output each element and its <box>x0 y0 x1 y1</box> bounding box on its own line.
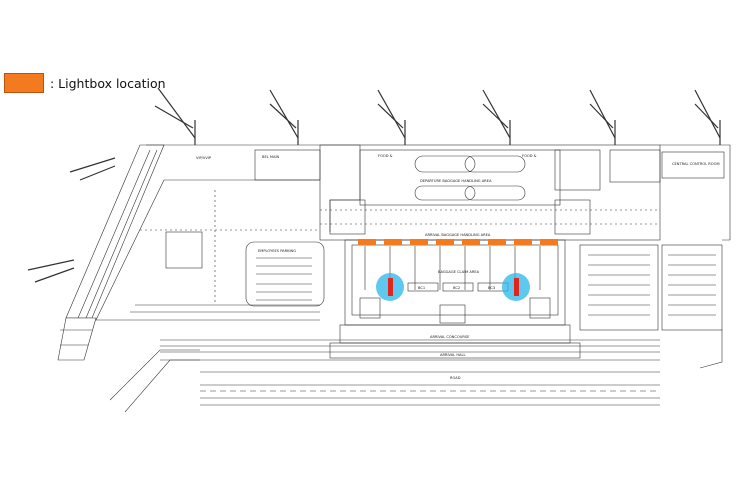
lightbox-marker <box>540 239 558 245</box>
car-park-label: EMPLOYEES PARKING <box>258 249 296 253</box>
baggage-handling-label: DEPARTURE BAGGAGE HANDLING AREA <box>420 179 492 183</box>
lightbox-markers <box>358 239 558 245</box>
fd-left-label: FOOD & <box>378 154 393 158</box>
plan-labels: VIP/VVIP BEL MAIN DEPARTURE BAGGAGE HAND… <box>196 154 720 380</box>
right-car-park <box>579 144 731 369</box>
employee-parking <box>245 241 325 307</box>
arrival-hall-label: ARRIVAL HALL <box>440 353 466 357</box>
arrival-hall <box>160 324 660 359</box>
fd-right-label: FOOD & <box>522 154 537 158</box>
jet-bridges <box>27 87 721 283</box>
lightbox-marker-right <box>514 278 519 296</box>
arrival-baggage-label: ARRIVAL BAGGAGE HANDLING AREA <box>425 233 491 237</box>
legend: : Lightbox location <box>4 72 166 94</box>
lightbox-marker <box>358 239 376 245</box>
main-building-label: BEL MAIN <box>262 155 279 159</box>
arrival-concourse-label: ARRIVAL CONCOURSE <box>430 335 470 339</box>
left-apron-block <box>95 144 361 321</box>
road-system <box>109 349 660 413</box>
lightbox-marker <box>462 239 480 245</box>
lightbox-legend-swatch <box>4 73 44 93</box>
vip-label: VIP/VVIP <box>196 156 212 160</box>
control-room-label: CENTRAL CONTROL ROOM <box>672 162 720 166</box>
left-pier <box>57 144 165 361</box>
lightbox-marker <box>384 239 402 245</box>
belt-1-label: BC1 <box>418 286 425 290</box>
central-terminal <box>254 144 661 241</box>
belt-2-label: BC2 <box>453 286 460 290</box>
lightbox-marker <box>436 239 454 245</box>
reclaim-label: BAGGAGE CLAIM AREA <box>438 270 480 274</box>
belt-3-label: BC3 <box>488 286 495 290</box>
lightbox-marker <box>514 239 532 245</box>
highlighted-lightboxes <box>376 273 530 301</box>
lightbox-marker <box>410 239 428 245</box>
lightbox-marker-left <box>388 278 393 296</box>
legend-label: : Lightbox location <box>50 75 166 91</box>
road-label: ROAD <box>450 376 461 380</box>
lightbox-marker <box>488 239 506 245</box>
